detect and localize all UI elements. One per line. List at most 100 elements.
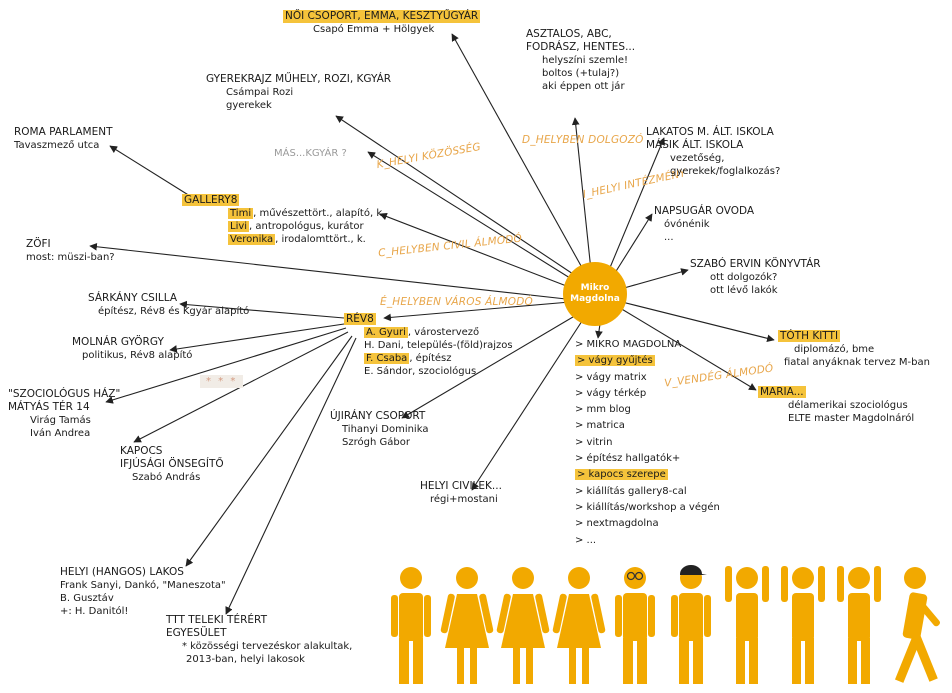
- node-kapocs: KAPOCS IFJÚSÁGI ÖNSEGÍTŐ Szabó András: [120, 445, 224, 484]
- node-rev8: RÉV8 A. Gyuri, várostervező H. Dani, tel…: [344, 313, 513, 378]
- person-desc: , település-(föld)rajzos: [400, 340, 513, 351]
- node-line: ott dolgozók?: [710, 272, 778, 283]
- edge-zofi: [89, 242, 576, 301]
- node-line: IFJÚSÁGI ÖNSEGÍTŐ: [120, 458, 224, 470]
- list-item: > vitrin: [575, 436, 613, 448]
- node-line: NAPSUGÁR OVODA: [654, 205, 755, 217]
- node-helyi-lakos: HELYI (HANGOS) LAKOS Frank Sanyi, Dankó,…: [60, 566, 226, 618]
- node-roma-parlament: ROMA PARLAMENT Tavaszmező utca: [14, 126, 113, 152]
- list-item: > ...: [575, 534, 597, 546]
- stars-placeholder: * * *: [200, 375, 244, 388]
- node-line: ROMA PARLAMENT: [14, 126, 113, 138]
- person-desc: , antropológus, kurátor: [249, 221, 364, 232]
- node-line: Tihanyi Dominika: [342, 424, 429, 435]
- node-napsugar: NAPSUGÁR OVODA óvónénik ...: [654, 205, 754, 244]
- node-line: Szrógh Gábor: [342, 437, 410, 448]
- list-item: > vágy matrix: [575, 371, 647, 383]
- person-name: H. Dani: [364, 340, 401, 351]
- node-title: RÉV8: [344, 313, 376, 325]
- edge-lakatos: [603, 137, 665, 283]
- node-line: fiatal anyáknak tervez M-ban: [784, 357, 930, 368]
- edge-helyi-civilek: [471, 317, 585, 491]
- edge-noi: [451, 33, 591, 283]
- edge-asztalos: [571, 117, 593, 281]
- node-line: KAPOCS: [120, 445, 163, 457]
- node-maria: MARIA... délamerikai szociológus ELTE ma…: [758, 386, 914, 425]
- category-d: D_HELYBEN DOLGOZÓ: [522, 134, 644, 146]
- edge-toth-kitti: [621, 301, 775, 343]
- node-gyerekrajz: GYEREKRAJZ MŰHELY, ROZI, KGYÁR Csámpai R…: [206, 73, 391, 112]
- node-line: Csámpai Rozi: [226, 87, 294, 98]
- node-line: ASZTALOS, ABC,: [526, 28, 612, 40]
- edge-gallery8: [379, 212, 583, 293]
- edge-rev8: [383, 301, 571, 322]
- list-item: > matrica: [575, 420, 625, 432]
- edge-rev8-molnar: [169, 323, 345, 353]
- node-line: EGYESÜLET: [166, 627, 227, 639]
- person-figure-icon: [615, 567, 655, 684]
- node-line: délamerikai szociológus: [788, 400, 908, 411]
- mikro-list: > MIKRO MAGDOLNA > vágy gyűjtés > vágy m…: [575, 337, 720, 549]
- node-line: boltos (+tulaj?): [542, 68, 620, 79]
- node-line: ZÖFI: [26, 238, 51, 250]
- node-line: HELYI (HANGOS) LAKOS: [60, 566, 184, 578]
- node-line: helyszíni szemle!: [542, 55, 629, 66]
- node-line: Szabó András: [132, 472, 201, 483]
- list-item: > építész hallgatók+: [575, 453, 681, 465]
- node-line: FODRÁSZ, HENTES...: [526, 41, 636, 53]
- node-title: TÓTH KITTI: [778, 330, 841, 342]
- node-line: LAKATOS M. ÁLT. ISKOLA: [646, 126, 774, 138]
- node-mas-kgyar: MÁS...KGYÁR ?: [274, 148, 347, 159]
- list-item: > vágy térkép: [575, 387, 647, 399]
- node-sub: Csapó Emma + Hölgyek: [313, 24, 435, 35]
- node-line: aki éppen ott jár: [542, 81, 625, 92]
- node-toth-kitti: TÓTH KITTI diplomázó, bme fiatal anyákna…: [778, 330, 930, 369]
- hub-mikro-magdolna: Mikro Magdolna: [563, 262, 627, 326]
- node-title: GALLERY8: [182, 194, 240, 206]
- person-figure-icon: [671, 565, 711, 684]
- edge-roma: [109, 145, 191, 197]
- person-name: A. Gyuri: [364, 327, 408, 338]
- list-item: > kiállítás gallery8-cal: [575, 485, 687, 497]
- node-line: Virág Tamás: [30, 415, 91, 426]
- node-sarkany: SÁRKÁNY CSILLA építész, Rév8 és Kgyár al…: [88, 292, 249, 318]
- list-item: > nextmagdolna: [575, 518, 659, 530]
- node-szabo-ervin: SZABÓ ERVIN KÖNYVTÁR ott dolgozók? ott l…: [690, 258, 821, 297]
- node-title: MARIA...: [758, 386, 806, 398]
- node-line: gyerekek: [226, 100, 272, 111]
- node-line: politikus, Rév8 alapító: [82, 350, 193, 361]
- person-figure-icon: [725, 566, 769, 684]
- list-item: > mm blog: [575, 404, 631, 416]
- person-desc: , szociológus: [412, 366, 477, 377]
- node-line: SZABÓ ERVIN KÖNYVTÁR: [690, 258, 821, 270]
- node-noi-csoport: NŐI CSOPORT, EMMA, KESZTYŰGYÁR Csapó Emm…: [283, 10, 481, 36]
- list-item: > vágy gyűjtés: [575, 355, 655, 367]
- person-figure-icon: [496, 567, 550, 684]
- edge-gyerekrajz: [335, 115, 589, 285]
- node-line: ott lévő lakók: [710, 285, 778, 296]
- node-line: MOLNÁR GYÖRGY: [72, 336, 164, 348]
- node-asztalos: ASZTALOS, ABC, FODRÁSZ, HENTES... helysz…: [526, 28, 635, 93]
- edge-rev8-ttt: [225, 337, 357, 615]
- person-desc: , művészettört., alapító, k.: [253, 208, 386, 219]
- edge-rev8-sarkany: [179, 300, 345, 319]
- edge-rev8-lakos: [185, 335, 353, 567]
- node-line: Tavaszmező utca: [14, 140, 100, 151]
- node-line: "SZOCIOLÓGUS HÁZ": [8, 388, 121, 400]
- node-line: Frank Sanyi, Dankó, "Maneszota": [60, 580, 226, 591]
- list-item: > kapocs szerepe: [575, 469, 668, 481]
- node-line: gyerekek/foglalkozás?: [670, 166, 781, 177]
- node-line: vezetőség,: [670, 153, 725, 164]
- node-line: GYEREKRAJZ MŰHELY, ROZI, KGYÁR: [206, 73, 392, 85]
- node-line: +: H. Danitól!: [60, 606, 129, 617]
- person-figure-icon: [894, 567, 940, 683]
- person-name: F. Csaba: [364, 353, 410, 364]
- person-desc: , építész: [409, 353, 452, 364]
- node-ujirany: ÚJIRÁNY CSOPORT Tihanyi Dominika Szrógh …: [330, 410, 428, 449]
- node-line: ELTE master Magdolnáról: [788, 413, 915, 424]
- edge-mikro-list: [595, 323, 603, 339]
- node-line: építész, Rév8 és Kgyár alapító: [98, 306, 250, 317]
- node-title: NŐI CSOPORT, EMMA, KESZTYŰGYÁR: [283, 10, 481, 23]
- node-line: B. Gusztáv: [60, 593, 114, 604]
- list-item: > kiállítás/workshop a végén: [575, 501, 720, 513]
